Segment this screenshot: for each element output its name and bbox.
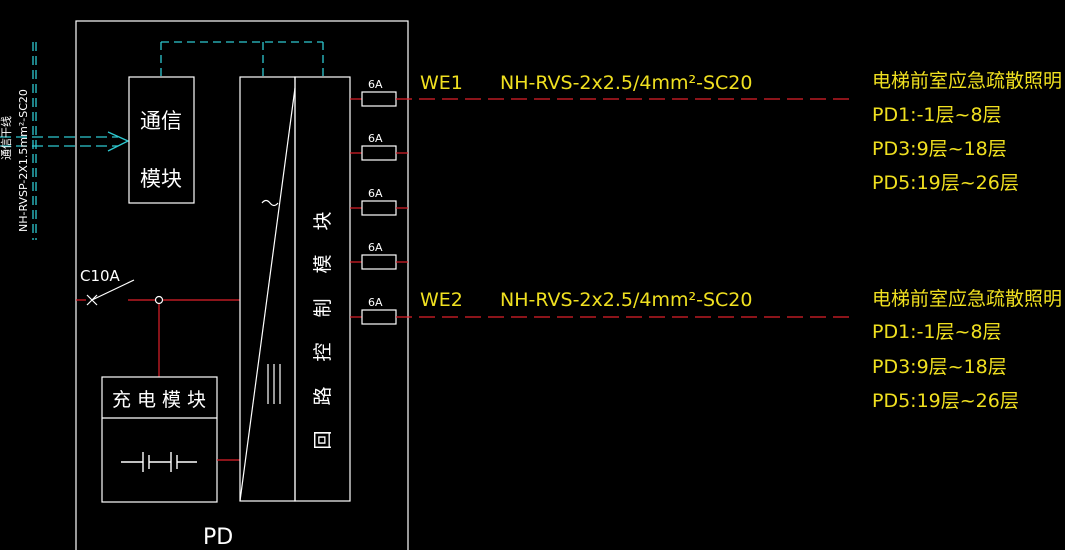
- fuse-4: 6A: [350, 241, 408, 270]
- circuit-we2: WE2 NH-RVS-2x2.5/4mm²-SC20 电梯前室应急疏散照明 PD…: [396, 288, 1062, 412]
- main-breaker: [76, 279, 240, 377]
- charging-module-label: 充 电 模 块: [112, 389, 206, 411]
- control-module-char-5: 模: [312, 254, 334, 273]
- circuit-we2-cable: NH-RVS-2x2.5/4mm²-SC20: [500, 289, 752, 311]
- breaker-label: C10A: [80, 267, 121, 285]
- circuit-we1-floor-1: PD1:-1层~8层: [872, 104, 1002, 126]
- incoming-cable-label: NH-RVSP-2X1.5mm²-SC20: [17, 89, 30, 232]
- control-module-char-4: 制: [312, 298, 334, 317]
- control-module-char-3: 控: [312, 342, 334, 361]
- incoming-cable-cut-label: 通信干线: [0, 116, 13, 160]
- control-module-char-1: 回: [312, 430, 334, 449]
- fuse-3: 6A: [350, 187, 408, 216]
- comm-bus: [160, 41, 324, 77]
- fuse-label-2: 6A: [368, 132, 383, 145]
- circuit-we1-id: WE1: [420, 72, 463, 94]
- circuit-we2-id: WE2: [420, 289, 463, 311]
- battery-icon: [121, 452, 197, 472]
- fuse-label-3: 6A: [368, 187, 383, 200]
- circuit-we1: WE1 NH-RVS-2x2.5/4mm²-SC20 电梯前室应急疏散照明 PD…: [396, 70, 1062, 194]
- fuse-label-1: 6A: [368, 78, 383, 91]
- fuse-1: 6A: [350, 78, 397, 107]
- fuse-label-5: 6A: [368, 296, 383, 309]
- fuse-5: 6A: [350, 296, 397, 325]
- charging-module: 充 电 模 块: [101, 376, 240, 503]
- circuit-we2-floor-2: PD3:9层~18层: [872, 356, 1007, 378]
- circuit-we1-cable: NH-RVS-2x2.5/4mm²-SC20: [500, 72, 752, 94]
- comm-module-label-2: 模块: [140, 167, 182, 191]
- circuit-we2-floor-3: PD5:19层~26层: [872, 390, 1019, 412]
- inverter-column: [239, 76, 296, 502]
- panel-box: [75, 20, 409, 550]
- panel-label: PD: [203, 525, 233, 550]
- control-module-char-2: 路: [312, 386, 334, 405]
- control-module: 块 模 制 控 路 回: [294, 76, 351, 502]
- circuit-we1-floor-2: PD3:9层~18层: [872, 138, 1007, 160]
- comm-module: 通信 模块: [128, 76, 195, 204]
- circuit-we2-description: 电梯前室应急疏散照明: [872, 288, 1062, 310]
- circuit-we1-description: 电梯前室应急疏散照明: [872, 70, 1062, 92]
- circuit-we2-floor-1: PD1:-1层~8层: [872, 321, 1002, 343]
- circuit-we1-floor-3: PD5:19层~26层: [872, 172, 1019, 194]
- fuse-label-4: 6A: [368, 241, 383, 254]
- fuse-2: 6A: [350, 132, 408, 161]
- control-module-char-6: 块: [312, 211, 334, 230]
- comm-module-label-1: 通信: [140, 109, 182, 133]
- incoming-comm-cable: [0, 42, 130, 240]
